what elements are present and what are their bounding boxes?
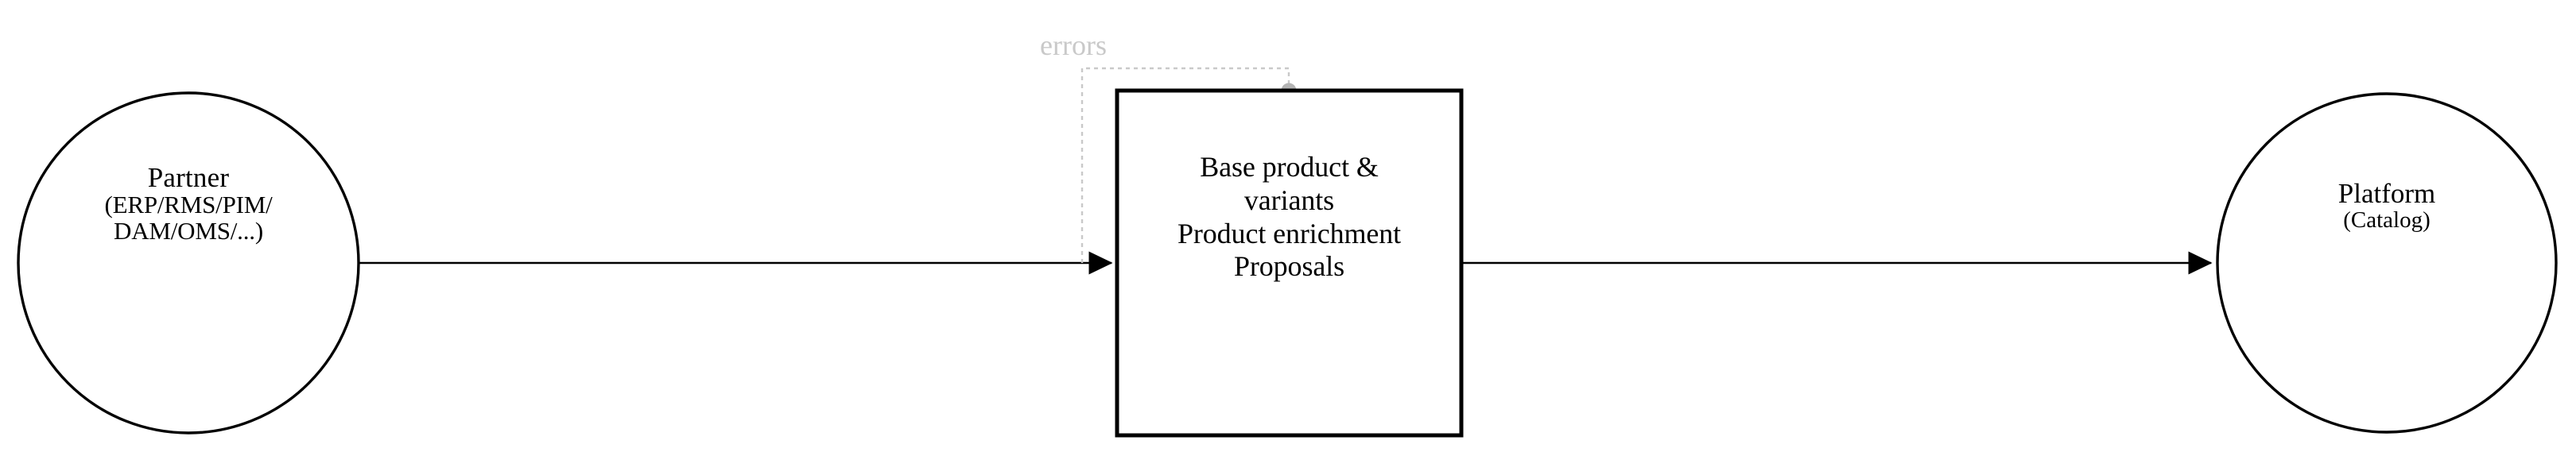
node-partner-circle[interactable] <box>17 91 360 435</box>
edge-label-errors: errors <box>1040 29 1107 61</box>
edge-errors-feedback[interactable] <box>1080 67 1290 263</box>
node-process-box[interactable] <box>1115 88 1464 438</box>
node-platform-circle[interactable] <box>2216 92 2558 434</box>
